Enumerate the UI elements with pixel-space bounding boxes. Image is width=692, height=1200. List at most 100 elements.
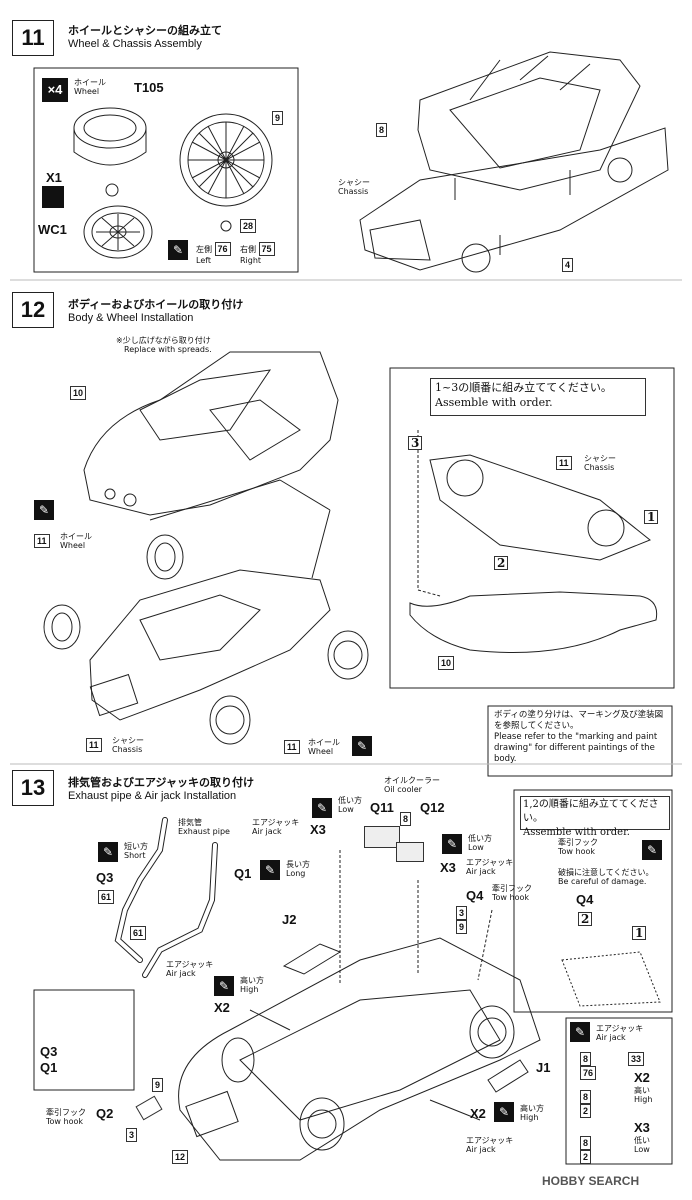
cut-icon (42, 186, 64, 208)
order-frame (389, 367, 675, 689)
part-t105: T105 (134, 80, 164, 95)
step-title-en: Wheel & Chassis Assembly (68, 38, 202, 50)
part-3: 3 (126, 1128, 138, 1142)
part-q3: Q3 (40, 1044, 58, 1059)
part-11: 11 (284, 740, 300, 754)
wheel-rr (327, 630, 369, 680)
part-j2: J2 (282, 912, 297, 927)
part-q12: Q12 (420, 800, 445, 815)
part-61: 61 (98, 890, 115, 904)
order-2: 2 (494, 556, 509, 570)
part-11: 11 (86, 738, 102, 752)
step-number: 11 (12, 20, 54, 56)
paint-icon: ✎ (312, 798, 332, 818)
part-8: 8 (376, 123, 388, 137)
wheel-wc1 (83, 205, 153, 259)
tire-top (73, 107, 147, 149)
part-q11: Q11 (370, 800, 394, 815)
part-61: 61 (130, 926, 147, 940)
step-number: 13 (12, 770, 54, 806)
part-12: 12 (172, 1150, 189, 1164)
part-x2: X2 (470, 1106, 486, 1121)
paint-icon: ✎ (494, 1102, 514, 1122)
part-q1: Q1 (234, 866, 252, 881)
wheel-face (179, 113, 273, 207)
part-2: 2 (580, 1150, 592, 1164)
part-9: 9 (456, 920, 468, 934)
wheel-rl (209, 695, 251, 745)
part-33: 33 (628, 1052, 645, 1066)
watermark: HOBBY SEARCH (542, 1174, 640, 1188)
step-title-en: Body & Wheel Installation (68, 312, 194, 324)
wheel-fr (146, 534, 184, 580)
chassis-frame (359, 127, 669, 271)
part-x3: X3 (440, 860, 456, 875)
order-2: 2 (578, 912, 593, 926)
oil-cooler-q12 (396, 842, 424, 862)
part-76: 76 (580, 1066, 597, 1080)
wheel-fl (43, 604, 81, 650)
paint-icon: ✎ (98, 842, 118, 862)
paint-icon: ✎ (570, 1022, 590, 1042)
damage-note: 破損に注意してください。Be careful of damage. (558, 868, 654, 886)
car-underside (178, 937, 541, 1161)
part-x3: X3 (310, 822, 326, 837)
order-note: 1~3の順番に組み立ててください。Assemble with order. (430, 378, 646, 416)
part-8: 8 (400, 812, 412, 826)
body-shell (83, 351, 339, 516)
part-9: 9 (152, 1078, 164, 1092)
part-q4: Q4 (466, 888, 484, 903)
paint-icon: ✎ (34, 500, 54, 520)
oil-cooler-q11 (364, 826, 400, 848)
part-28: 28 (240, 219, 257, 233)
step-title-en: Exhaust pipe & Air jack Installation (68, 790, 237, 802)
part-8: 8 (580, 1090, 592, 1104)
paint-note: ボディの塗り分けは、マーキング及び塗装図を参照してください。Please ref… (494, 710, 664, 764)
part-j1: J1 (536, 1060, 551, 1075)
roll-cage-body (417, 51, 641, 191)
part-2: 2 (580, 1104, 592, 1118)
part-10: 10 (70, 386, 87, 400)
part-q3: Q3 (96, 870, 114, 885)
part-11: 11 (34, 534, 50, 548)
part-8: 8 (580, 1136, 592, 1150)
part-q4: Q4 (576, 892, 594, 907)
step-number: 12 (12, 292, 54, 328)
part-x2: X2 (214, 1000, 230, 1015)
order-note: 1,2の順番に組み立ててください。Assemble with order. (520, 796, 670, 838)
chassis-12 (89, 569, 331, 721)
order-3: 3 (408, 436, 423, 450)
step-title-jp: ボディーおよびホイールの取り付け (68, 298, 244, 311)
cap-x1 (105, 183, 119, 197)
part-x3: X3 (634, 1120, 650, 1135)
paint-icon: ✎ (260, 860, 280, 880)
order-1: 1 (644, 510, 659, 524)
part-q1: Q1 (40, 1060, 58, 1075)
quantity-badge: ×4 (42, 78, 68, 102)
part-x2: X2 (634, 1070, 650, 1085)
paint-icon: ✎ (642, 840, 662, 860)
part-x1: X1 (46, 170, 62, 185)
